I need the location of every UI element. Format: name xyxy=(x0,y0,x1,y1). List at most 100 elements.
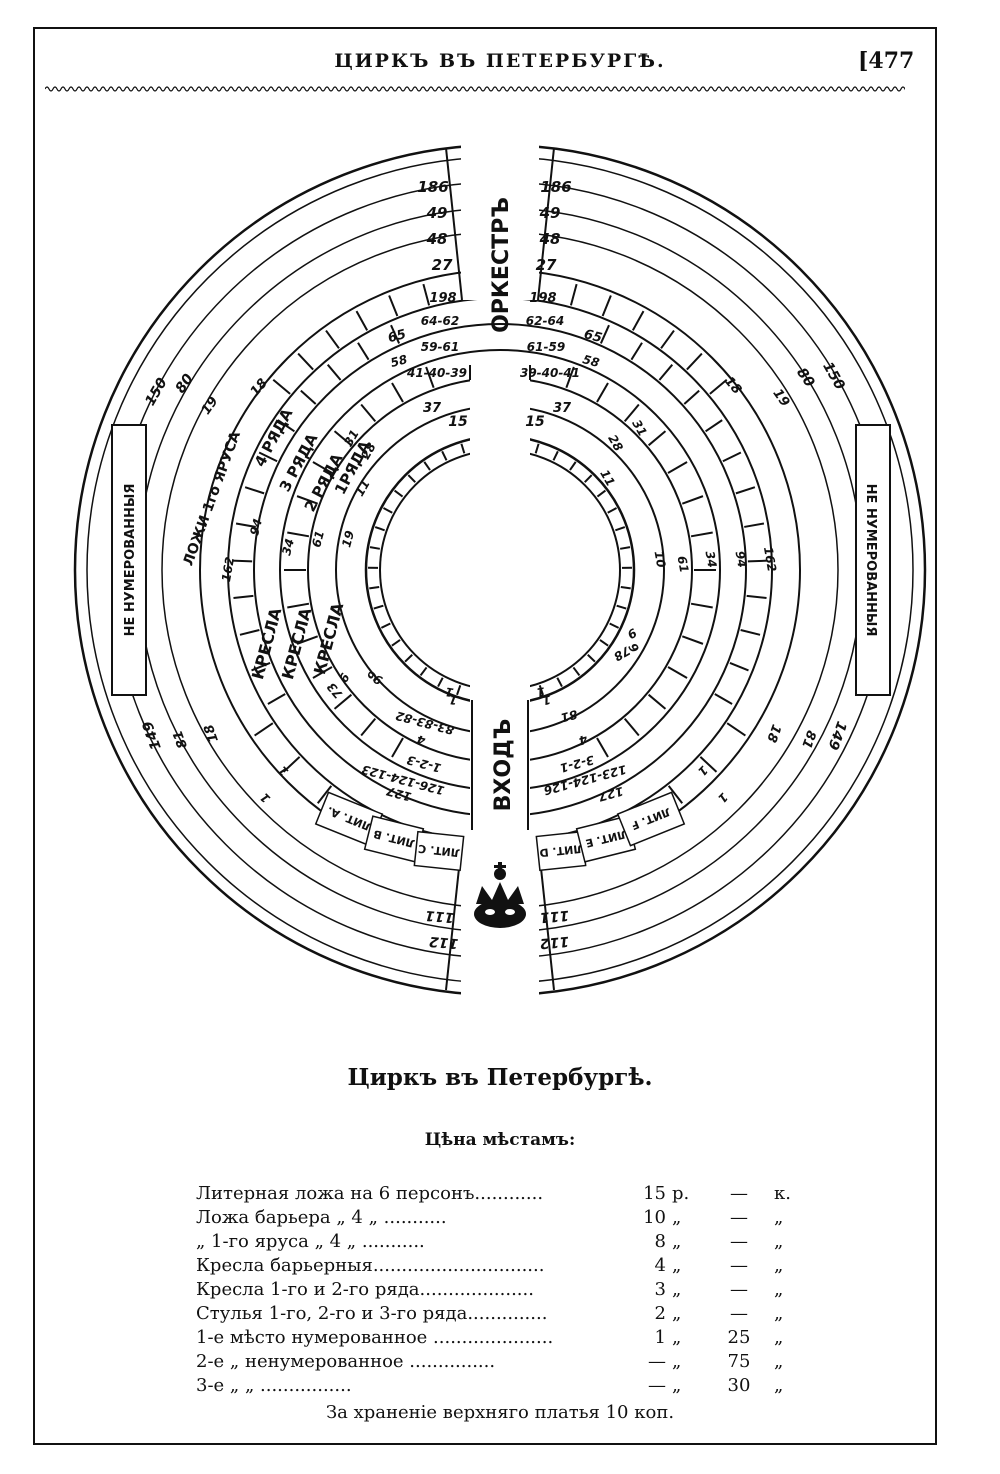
seat-number: 94 xyxy=(733,550,750,569)
seat-tick xyxy=(714,693,733,705)
price-kop: 75 xyxy=(727,1351,751,1372)
price-unit2: „ xyxy=(774,1207,784,1228)
right-gallery-box xyxy=(855,424,891,696)
liter-d: ЛИТ. D xyxy=(539,842,583,859)
right-gallery-label: НЕ НУМЕРОВАННЫЯ xyxy=(863,484,878,637)
price-rub: 8 xyxy=(654,1231,666,1252)
left-gallery-box xyxy=(111,424,147,696)
seat-number: 28 xyxy=(605,432,625,453)
seat-number: 65 xyxy=(582,327,603,346)
running-head: ЦИРКЪ ВЪ ПЕТЕРБУРГѢ. xyxy=(334,50,666,72)
seat-number: 94 xyxy=(247,517,265,537)
seat-tick xyxy=(267,693,286,705)
seat-tick xyxy=(369,585,380,590)
seat-tick xyxy=(460,443,466,454)
seat-number: 1 xyxy=(541,692,552,707)
seat-tick xyxy=(647,693,667,710)
seat-tick xyxy=(369,546,381,550)
seat-tick xyxy=(380,622,391,629)
seat-tick xyxy=(658,364,674,381)
price-label: Стулья 1-го, 2-го и 3-го ряда...........… xyxy=(196,1303,548,1324)
seat-tick xyxy=(373,604,384,610)
seat-tick xyxy=(681,495,704,505)
seat-number: 48 xyxy=(539,230,561,248)
seat-tick xyxy=(667,461,688,474)
page-border xyxy=(33,27,937,1445)
seat-tick xyxy=(572,666,581,677)
seat-number: 37 xyxy=(423,401,442,416)
seat-number: 1 xyxy=(257,790,273,806)
seat-number: 61 xyxy=(675,555,692,574)
kresla-label-3: КРЕСЛА xyxy=(310,600,347,676)
seat-tick xyxy=(235,522,256,528)
seat-number: 18 xyxy=(763,722,783,744)
seat-tick xyxy=(360,403,377,423)
seat-tick xyxy=(601,295,612,317)
seat-tick xyxy=(587,654,596,663)
price-unit1: „ xyxy=(672,1207,682,1228)
price-unit1: „ xyxy=(672,1327,682,1348)
price-rub: 2 xyxy=(654,1303,666,1324)
price-rub: 15 xyxy=(643,1183,666,1204)
seat-tick xyxy=(660,329,675,349)
seat-tick xyxy=(735,486,756,495)
seat-tick xyxy=(422,283,431,306)
price-label: Кресла барьерныя........................… xyxy=(196,1255,545,1276)
page-number: [477 xyxy=(858,48,915,74)
seat-number: 41-40-39 xyxy=(406,366,467,380)
liter-c: ЛИТ. С xyxy=(418,842,461,859)
seat-number: 34 xyxy=(279,537,297,557)
seat-tick xyxy=(746,594,767,600)
seat-tick xyxy=(382,507,393,514)
seat-tick xyxy=(391,737,404,758)
price-row: „ 1-го яруса „ 4 „ ........... 8 „ — „ xyxy=(196,1230,806,1254)
seat-number: 1 xyxy=(275,763,291,779)
plate-title: Циркъ въ Петербургѣ. xyxy=(347,1064,653,1091)
seat-number: 6 xyxy=(336,671,352,685)
seat-tick xyxy=(619,546,631,550)
seat-tick xyxy=(596,489,607,498)
seat-tick xyxy=(596,737,609,758)
seat-number: 81 xyxy=(171,728,191,750)
seat-number: 61-59 xyxy=(527,340,565,354)
price-unit1: „ xyxy=(672,1351,682,1372)
seat-number: 162 xyxy=(219,556,237,583)
seat-number: 149 xyxy=(140,719,165,752)
seat-tick xyxy=(599,324,610,344)
seat-number: 111 xyxy=(424,907,455,925)
price-heading: Цѣна мѣстамъ: xyxy=(424,1130,576,1150)
price-label: Кресла 1-го и 2-го ряда.................… xyxy=(196,1279,534,1300)
seat-tick xyxy=(686,352,703,371)
price-unit1: „ xyxy=(672,1231,682,1252)
seat-tick xyxy=(615,526,626,532)
liter-boxes-left: ЛИТ. А. ЛИТ. В ЛИТ. С xyxy=(314,791,465,872)
seat-number: 1 xyxy=(715,790,731,806)
seat-tick xyxy=(393,489,404,498)
seat-number: 80 xyxy=(793,365,817,390)
circus-seating-plan: ОРКЕСТРЪ ВХОДЪ НЕ НУМЕРОВАННЫЯ НЕ НУМЕРО… xyxy=(73,140,927,1000)
price-label: Ложа барьера „ 4 „ ........... xyxy=(196,1207,447,1228)
price-rub: 10 xyxy=(643,1207,666,1228)
seat-tick xyxy=(441,450,448,461)
price-label: „ 1-го яруса „ 4 „ ........... xyxy=(196,1231,425,1252)
seat-number: 150 xyxy=(142,375,171,409)
seat-tick xyxy=(552,450,559,461)
price-row: Кресла 1-го и 2-го ряда.................… xyxy=(196,1278,806,1302)
price-table: Литерная ложа на 6 персонъ............15… xyxy=(196,1182,806,1398)
price-unit1: „ xyxy=(672,1375,682,1396)
price-unit2: „ xyxy=(774,1231,784,1252)
seat-tick xyxy=(623,717,640,737)
price-row: 1-е мѣсто нумерованное .................… xyxy=(196,1326,806,1350)
price-label: 3-е „ „ ................ xyxy=(196,1375,352,1396)
seat-tick xyxy=(690,531,713,538)
price-kop: — xyxy=(730,1231,748,1252)
price-unit1: р. xyxy=(672,1183,690,1204)
seat-tick xyxy=(272,378,291,395)
seat-tick xyxy=(312,666,333,679)
seat-tick xyxy=(709,378,728,395)
seat-tick xyxy=(388,295,399,317)
seat-tick xyxy=(623,403,640,423)
seat-number: 9 xyxy=(625,625,639,641)
seat-number: 27 xyxy=(432,256,453,274)
price-row: 2-е „ ненумерованное ...............—„75… xyxy=(196,1350,806,1374)
